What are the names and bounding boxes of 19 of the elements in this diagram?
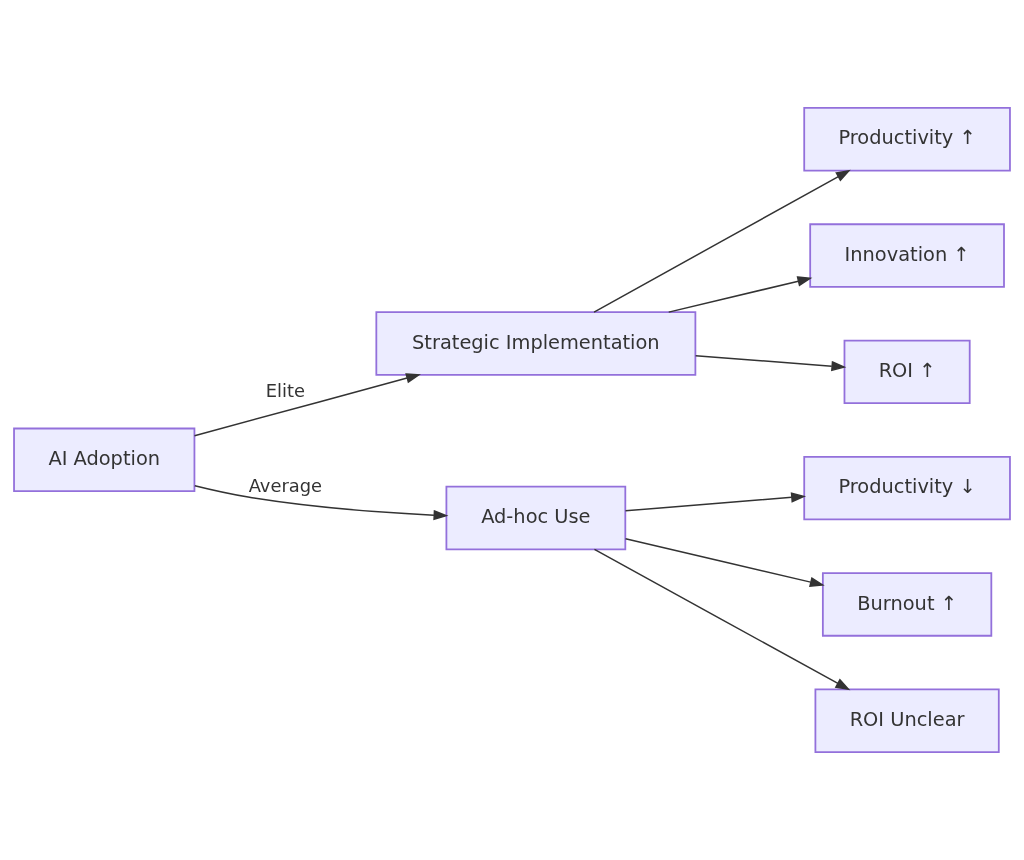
node-box: Productivity ↑ [803, 107, 1011, 172]
arrow [624, 492, 806, 512]
node-box: ROI Unclear [814, 688, 1000, 753]
arrow [593, 548, 851, 691]
node-box: AI Adoption [13, 427, 196, 493]
node-box: ROI ↑ [843, 339, 971, 405]
node-box: Ad-hoc Use [445, 485, 627, 551]
node-box: Productivity ↓ [803, 455, 1011, 521]
node-box: Innovation ↑ [809, 223, 1005, 288]
edge-label: Elite [265, 379, 305, 401]
edge-label: Average [248, 475, 323, 497]
arrow [624, 537, 825, 588]
arrow [593, 169, 851, 313]
arrow [194, 485, 449, 521]
arrow [668, 276, 813, 313]
node-box: Burnout ↑ [821, 572, 993, 637]
arrow [694, 354, 847, 372]
arrow [193, 373, 421, 437]
node-box: Strategic Implementation [375, 311, 697, 376]
